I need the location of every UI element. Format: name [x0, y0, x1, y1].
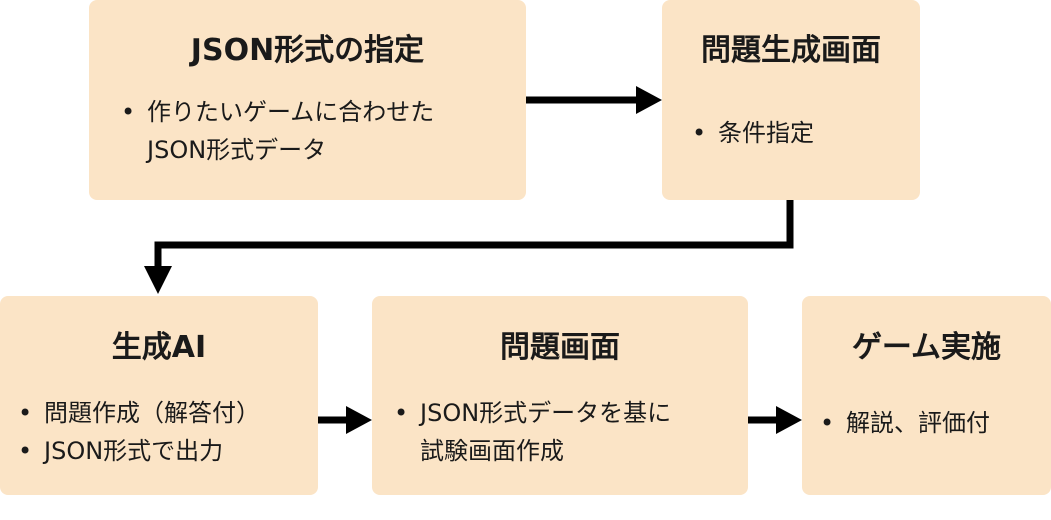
box-json-spec: JSON形式の指定 作りたいゲームに合わせた JSON形式データ — [89, 0, 526, 200]
list-item: JSON形式で出力 — [14, 432, 260, 470]
list-item: 問題作成（解答付） — [14, 394, 260, 432]
box-item-list: 解説、評価付 — [816, 404, 990, 442]
list-item-continued: JSON形式データ — [147, 136, 327, 164]
arrowhead-down — [144, 266, 172, 294]
box-item-list: 条件指定 — [688, 114, 814, 152]
box-title: ゲーム実施 — [851, 330, 1002, 365]
box-game: ゲーム実施 解説、評価付 — [802, 296, 1051, 495]
box-item-list: JSON形式データを基に 試験画面作成 — [390, 394, 671, 470]
list-item: 作りたいゲームに合わせた — [117, 93, 434, 131]
box-title: 問題画面 — [500, 330, 620, 365]
box-problem-gen-screen: 問題生成画面 条件指定 — [662, 0, 920, 200]
list-item: JSON形式データを基に — [390, 394, 671, 432]
box-problem-screen: 問題画面 JSON形式データを基に 試験画面作成 — [372, 296, 748, 495]
arrowhead-right — [636, 86, 662, 114]
box-item-list: 問題作成（解答付） JSON形式で出力 — [14, 394, 260, 470]
box-title: JSON形式の指定 — [190, 33, 425, 68]
box-item-list: 作りたいゲームに合わせた JSON形式データ — [117, 93, 434, 169]
arrowhead-right — [776, 406, 802, 434]
arrow-screen-to-ai — [154, 200, 794, 270]
box-title: 問題生成画面 — [701, 33, 881, 68]
box-gen-ai: 生成AI 問題作成（解答付） JSON形式で出力 — [0, 296, 318, 495]
list-item: 条件指定 — [688, 114, 814, 152]
list-item: 解説、評価付 — [816, 404, 990, 442]
arrowhead-right — [346, 406, 372, 434]
list-item-continued: 試験画面作成 — [420, 437, 564, 465]
box-title: 生成AI — [111, 330, 207, 365]
